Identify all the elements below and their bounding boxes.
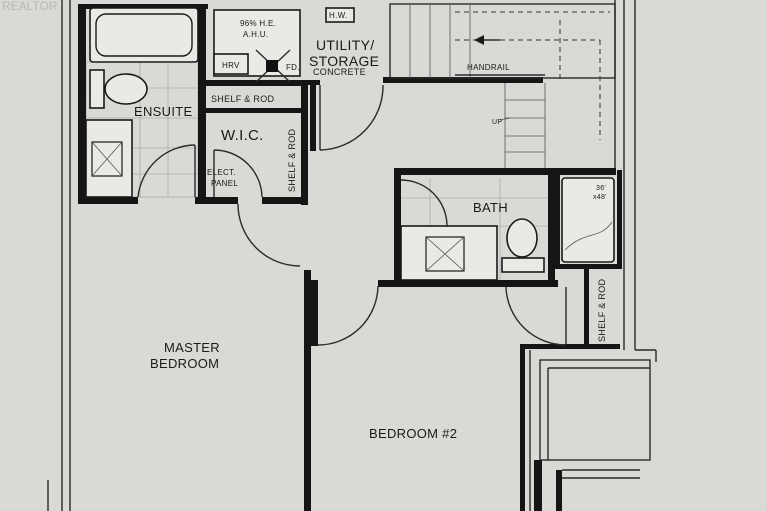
- ensuite-label: ENSUITE: [134, 104, 192, 119]
- wic-label: W.I.C.: [221, 127, 264, 144]
- shower-stall: [561, 177, 615, 263]
- floor-drain-label: FD.: [286, 63, 300, 72]
- stairs-up-label: UP: [492, 119, 502, 126]
- utility-equipment: [213, 7, 355, 83]
- shower-size-label-line2: x48': [593, 194, 607, 201]
- bedroom-2-label: BEDROOM #2: [369, 426, 457, 441]
- master-bedroom-label-line2: BEDROOM: [150, 356, 219, 371]
- door-swings: [137, 84, 567, 346]
- hrv-label: HRV: [222, 61, 240, 70]
- shelf-rod-wic-label: SHELF & ROD: [287, 128, 297, 192]
- shelf-rod-top-label: SHELF & ROD: [211, 94, 275, 104]
- ensuite-sink: [85, 119, 133, 198]
- bath-toilet: [501, 218, 545, 273]
- handrail-label: HANDRAIL: [467, 63, 510, 72]
- watermark-text: REALTOR: [2, 0, 58, 13]
- bathtub: [89, 7, 199, 63]
- concrete-label: CONCRETE: [313, 67, 366, 77]
- walls: [78, 4, 622, 511]
- shower-size-label-line1: 36': [596, 185, 606, 192]
- bath-sink: [400, 225, 498, 281]
- ahu-label-line2: A.H.U.: [243, 30, 268, 39]
- utility-label: UTILITY/: [316, 37, 374, 53]
- bath-label: BATH: [473, 200, 508, 215]
- ensuite-toilet: [89, 69, 148, 109]
- ahu-label-line1: 96% H.E.: [240, 19, 276, 28]
- storage-label: STORAGE: [309, 53, 379, 69]
- right-structure-lines: [529, 350, 651, 511]
- master-bedroom-label-line1: MASTER: [164, 340, 220, 355]
- electrical-panel-label-line1: ELECT.: [207, 168, 236, 177]
- hot-water-label: H.W.: [329, 11, 348, 20]
- electrical-panel-label-line2: PANEL: [211, 179, 238, 188]
- shelf-rod-right-label: SHELF & ROD: [597, 278, 607, 342]
- staircase: [389, 3, 616, 168]
